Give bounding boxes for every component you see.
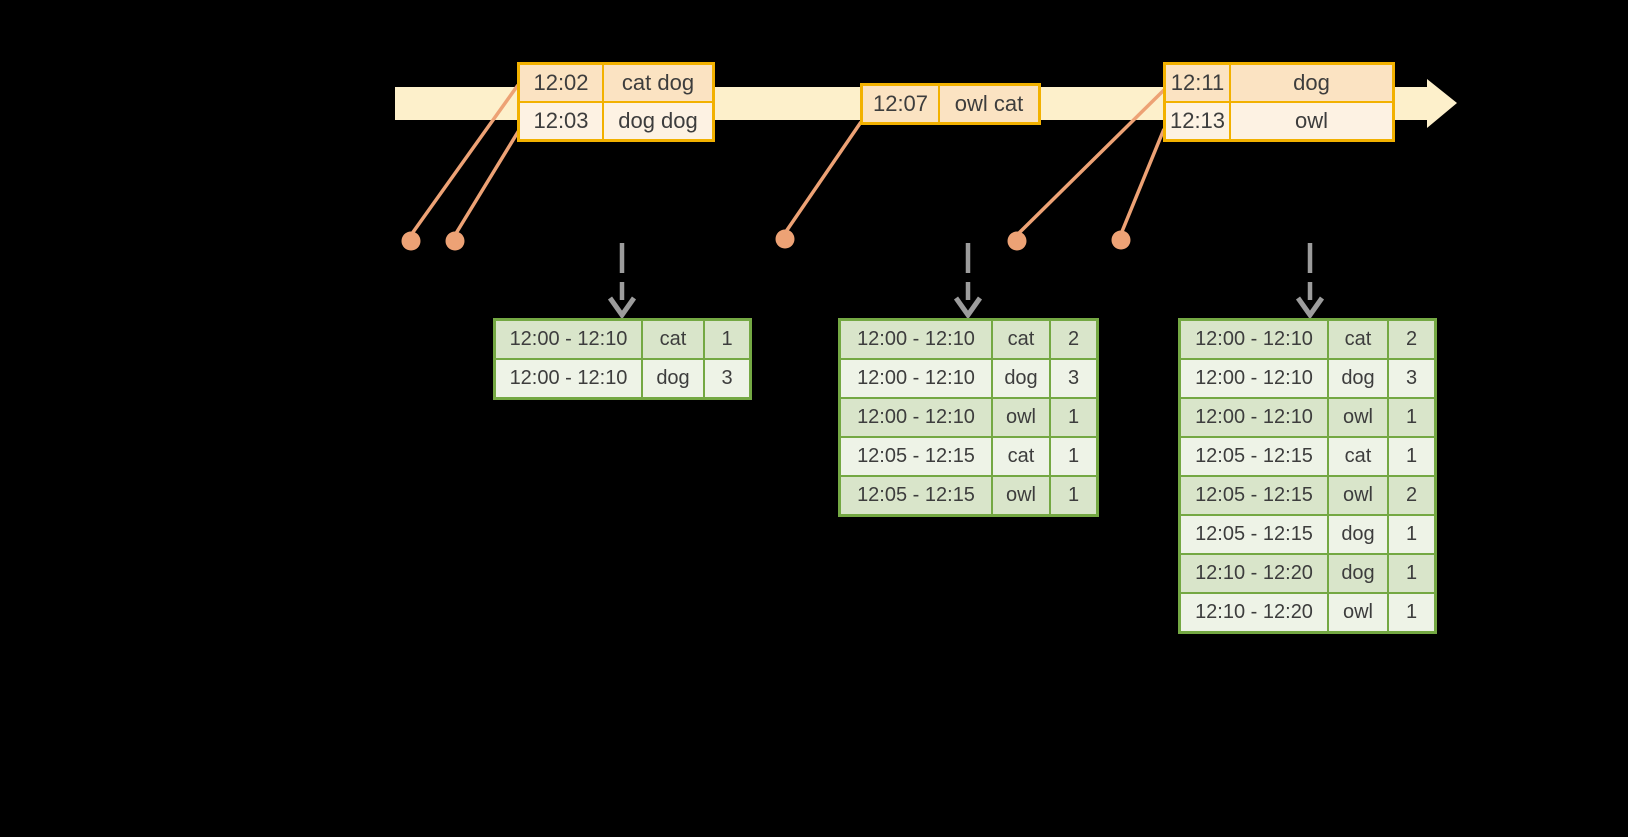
word-cell: owl xyxy=(1329,594,1387,631)
window-cell: 12:05 - 12:15 xyxy=(1181,477,1327,514)
word-cell: dog xyxy=(993,360,1049,397)
event-words: owl xyxy=(1231,103,1392,139)
event-table-1207: 12:07 owl cat xyxy=(860,83,1041,125)
word-cell: owl xyxy=(993,477,1049,514)
trigger-arrow-1 xyxy=(607,243,637,320)
word-cell: cat xyxy=(1329,321,1387,358)
event-words: owl cat xyxy=(940,86,1038,122)
count-cell: 2 xyxy=(1389,477,1434,514)
window-cell: 12:05 - 12:15 xyxy=(1181,516,1327,553)
leader-line-1207 xyxy=(783,121,863,234)
event-dot-1202 xyxy=(401,231,421,251)
event-words: dog xyxy=(1231,65,1392,101)
arrow-down-icon xyxy=(953,296,983,320)
count-cell: 1 xyxy=(1389,516,1434,553)
window-cell: 12:00 - 12:10 xyxy=(496,321,641,358)
count-cell: 3 xyxy=(1051,360,1096,397)
event-dot-1207 xyxy=(775,229,795,249)
word-cell: dog xyxy=(1329,516,1387,553)
trigger-arrow-2 xyxy=(953,243,983,320)
word-cell: cat xyxy=(993,438,1049,475)
window-cell: 12:05 - 12:15 xyxy=(1181,438,1327,475)
word-cell: dog xyxy=(1329,555,1387,592)
event-words: cat dog xyxy=(604,65,712,101)
event-words: dog dog xyxy=(604,103,712,139)
word-cell: owl xyxy=(993,399,1049,436)
result-table-2: 12:00 - 12:10 cat 2 12:00 - 12:10 dog 3 … xyxy=(838,318,1099,517)
result-table-3: 12:00 - 12:10 cat 2 12:00 - 12:10 dog 3 … xyxy=(1178,318,1437,634)
event-table-1211: 12:11 dog 12:13 owl xyxy=(1163,62,1395,142)
window-cell: 12:00 - 12:10 xyxy=(1181,360,1327,397)
count-cell: 1 xyxy=(1389,555,1434,592)
arrow-down-icon xyxy=(607,296,637,320)
count-cell: 1 xyxy=(1389,399,1434,436)
leader-line-1202 xyxy=(409,83,520,237)
count-cell: 1 xyxy=(1051,438,1096,475)
result-table-1: 12:00 - 12:10 cat 1 12:00 - 12:10 dog 3 xyxy=(493,318,752,400)
event-time: 12:13 xyxy=(1166,103,1229,139)
event-time: 12:11 xyxy=(1166,65,1229,101)
word-cell: cat xyxy=(1329,438,1387,475)
timeline-arrowhead-icon xyxy=(1427,79,1457,128)
count-cell: 2 xyxy=(1051,321,1096,358)
trigger-arrow-3 xyxy=(1295,243,1325,320)
count-cell: 3 xyxy=(1389,360,1434,397)
leader-line-1213 xyxy=(1119,128,1166,235)
event-time: 12:03 xyxy=(520,103,602,139)
window-cell: 12:00 - 12:10 xyxy=(841,321,991,358)
word-cell: owl xyxy=(1329,477,1387,514)
count-cell: 1 xyxy=(1051,399,1096,436)
window-cell: 12:00 - 12:10 xyxy=(841,360,991,397)
window-cell: 12:05 - 12:15 xyxy=(841,438,991,475)
window-cell: 12:05 - 12:15 xyxy=(841,477,991,514)
leader-line-1211 xyxy=(1015,88,1166,237)
event-time: 12:02 xyxy=(520,65,602,101)
window-cell: 12:00 - 12:10 xyxy=(841,399,991,436)
event-dot-1203 xyxy=(445,231,465,251)
window-cell: 12:00 - 12:10 xyxy=(496,360,641,397)
count-cell: 2 xyxy=(1389,321,1434,358)
event-time: 12:07 xyxy=(863,86,938,122)
word-cell: dog xyxy=(643,360,703,397)
word-cell: dog xyxy=(1329,360,1387,397)
count-cell: 1 xyxy=(1389,594,1434,631)
event-table-1202: 12:02 cat dog 12:03 dog dog xyxy=(517,62,715,142)
leader-line-1203 xyxy=(453,126,523,236)
window-cell: 12:00 - 12:10 xyxy=(1181,399,1327,436)
window-cell: 12:00 - 12:10 xyxy=(1181,321,1327,358)
event-dot-1211 xyxy=(1007,231,1027,251)
window-cell: 12:10 - 12:20 xyxy=(1181,555,1327,592)
word-cell: cat xyxy=(643,321,703,358)
word-cell: owl xyxy=(1329,399,1387,436)
arrow-down-icon xyxy=(1295,296,1325,320)
window-cell: 12:10 - 12:20 xyxy=(1181,594,1327,631)
count-cell: 3 xyxy=(705,360,749,397)
count-cell: 1 xyxy=(705,321,749,358)
count-cell: 1 xyxy=(1051,477,1096,514)
event-dot-1213 xyxy=(1111,230,1131,250)
word-cell: cat xyxy=(993,321,1049,358)
count-cell: 1 xyxy=(1389,438,1434,475)
